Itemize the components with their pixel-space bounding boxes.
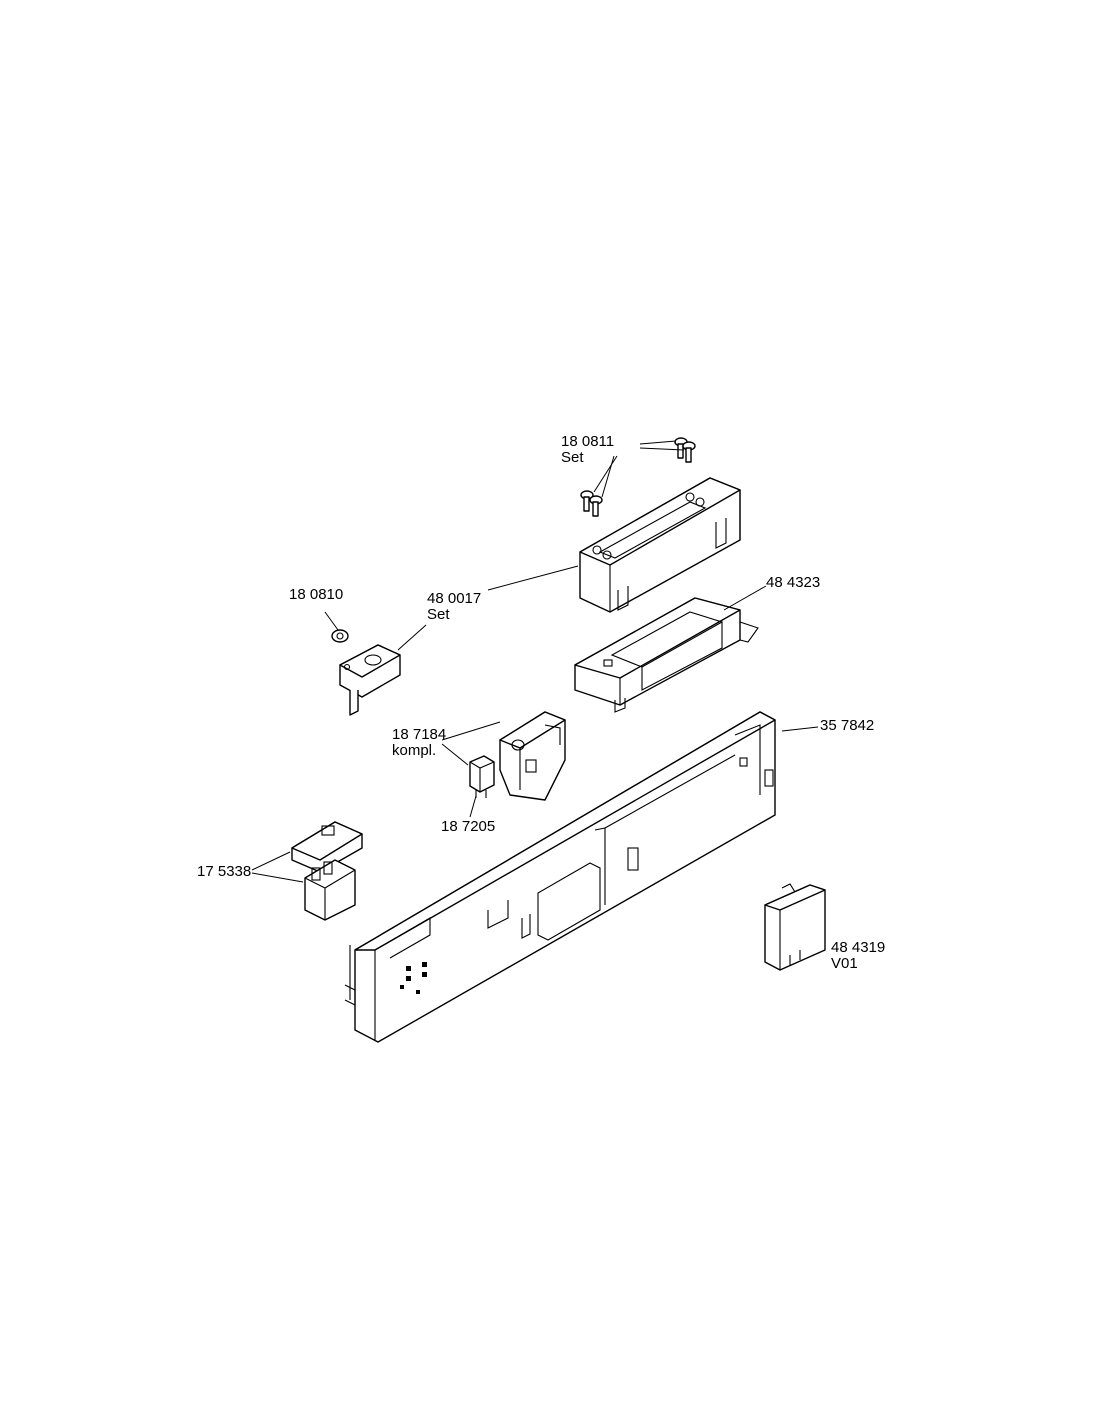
part-number: 18 7184 — [392, 726, 447, 743]
screw-left-a — [580, 490, 594, 512]
label-187184: 18 7184 kompl. — [392, 727, 446, 759]
screw-top-right-b — [682, 441, 696, 463]
relay-assembly-part — [499, 711, 566, 801]
part-number: 18 7205 — [441, 818, 496, 835]
label-180811: 18 0811 Set — [561, 434, 614, 466]
filter-component-part — [469, 755, 495, 798]
part-number: 48 4323 — [766, 574, 821, 591]
part-note: Set — [561, 449, 584, 466]
screw-left-b — [589, 495, 603, 517]
part-note: Set — [427, 606, 450, 623]
part-number: 17 5338 — [197, 863, 252, 880]
part-note: kompl. — [392, 742, 437, 759]
label-484319: 48 4319 V01 — [831, 940, 885, 972]
main-switch-part — [291, 821, 363, 921]
leader-lines — [251, 440, 819, 883]
screw-set-part — [580, 437, 696, 517]
label-187205: 18 7205 — [441, 819, 495, 835]
part-number: 18 0810 — [289, 586, 344, 603]
part-note: V01 — [831, 955, 858, 972]
part-number: 35 7842 — [820, 717, 875, 734]
part-number: 48 4319 — [831, 939, 886, 956]
label-357842: 35 7842 — [820, 718, 874, 734]
label-484323: 48 4323 — [766, 575, 820, 591]
knob-part — [331, 629, 349, 643]
part-number: 48 0017 — [427, 590, 482, 607]
control-module-part — [574, 597, 759, 713]
side-cover-part — [764, 883, 826, 971]
upper-housing-part — [579, 477, 741, 613]
label-175338: 17 5338 — [197, 864, 251, 880]
label-480017: 48 0017 Set — [427, 591, 481, 623]
switch-bracket-part — [339, 644, 401, 716]
part-number: 18 0811 — [561, 433, 615, 450]
main-panel-part — [344, 711, 776, 1043]
label-180810: 18 0810 — [289, 587, 343, 603]
